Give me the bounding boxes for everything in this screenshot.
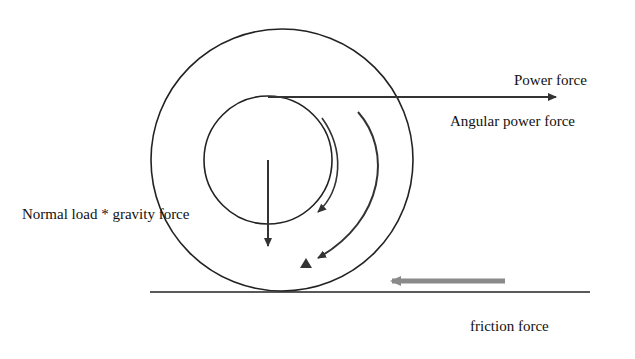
- normal-load-arrow: [267, 160, 269, 246]
- force-label: friction force: [470, 318, 549, 335]
- force-label: Angular power force: [450, 113, 575, 130]
- force-label: Power force: [514, 72, 587, 89]
- hub-rotation-arrow: [318, 118, 338, 212]
- outer-wheel: [151, 29, 413, 291]
- friction-force-arrow: [392, 279, 505, 284]
- ground-line: [150, 291, 590, 293]
- contact-marker: [300, 258, 312, 268]
- power-force-arrow: [268, 96, 556, 98]
- force-label: Normal load * gravity force: [22, 206, 189, 223]
- angular-force-arrow: [318, 112, 378, 258]
